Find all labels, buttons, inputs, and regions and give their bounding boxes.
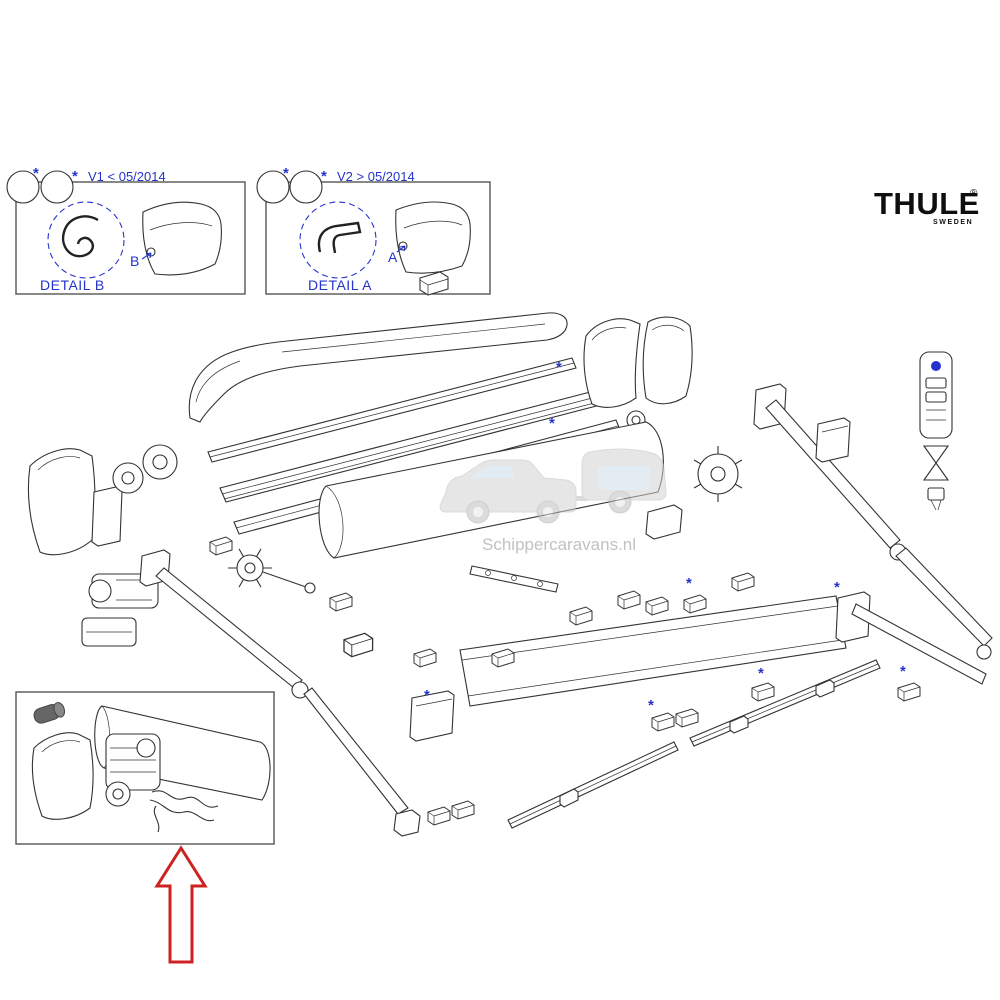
lower-support-arm [851,603,987,685]
star-marker: * [686,575,692,592]
star-marker: * [834,579,840,596]
arm-shoulder-bracket [835,591,871,643]
star-marker: * [549,415,555,432]
bracket-clip [683,594,707,614]
right-end-caps [583,316,693,430]
bracket-clip [617,590,641,610]
bracket-clip [413,648,437,668]
detail-a-version-label: V2 > 05/2014 [337,169,415,184]
wall-bracket [815,417,851,463]
hook-profile-v2 [317,221,362,254]
blue-marker-dot [931,361,941,371]
brand-registered-mark: ® [970,188,978,199]
watermark-car-window [470,466,515,478]
detail-a-box: * * V2 > 05/2014 A DETAIL A [256,165,491,296]
motor-flange [112,462,144,494]
watermark-hitch [576,496,588,501]
bracket-clip [209,536,233,556]
bracket-clip [675,708,699,728]
callout-circle [256,170,290,204]
brand-subtitle: SWEDEN [933,219,973,226]
star-marker: * [283,165,289,182]
star-marker: * [424,687,430,704]
leader-arrow [396,245,406,253]
bracket-clip [343,632,374,658]
star-marker: * [900,663,906,680]
mounting-bar [469,565,559,593]
star-marker: * [321,168,327,185]
bracket-clip [645,596,669,616]
bracket-clip [731,572,755,592]
bracket-clip [427,806,451,826]
detail-b-version-label: V1 < 05/2014 [88,169,166,184]
bracket-clip [329,592,353,612]
leader-arrow [141,252,152,260]
left-end-cap-assembly [27,444,178,647]
detail-b-zoom-circle [47,201,125,279]
left-spring-arm [139,549,421,837]
roller-end-insert [693,446,743,502]
bracket-clip [451,800,475,820]
detail-b-label: DETAIL B [40,277,105,293]
detail-a-marker: A [388,249,398,265]
bracket-clip [897,682,921,702]
callout-circle [6,170,40,204]
star-marker: * [648,697,654,714]
bracket-clip [751,682,775,702]
version-markers: * * * * * * * * [424,359,906,714]
star-marker: * [72,168,78,185]
end-ring [142,444,178,480]
motor-detail-box [15,691,275,845]
detail-b-box: * * V1 < 05/2014 B DETAIL B [6,165,246,295]
end-cap-drawing [395,201,471,274]
gear-knob [228,548,316,594]
detail-b-marker: B [130,253,139,269]
support-rail-right [689,659,881,747]
end-cone-cap [31,732,94,820]
brand-name: THULE [874,186,980,221]
bracket-clip [569,606,593,626]
watermark-caravan-window [598,466,650,490]
motor-control-unit [919,351,953,511]
motor-assembly [105,733,161,807]
dark-knob [33,702,66,724]
roller-tube-detail [94,705,271,801]
star-marker: * [758,665,764,682]
awning-exploded-view [27,312,993,837]
watermark-text: Schippercaravans.nl [482,535,636,554]
callout-circle [40,170,74,204]
detail-a-label: DETAIL A [308,277,372,293]
red-arrow [154,845,208,964]
front-lead-rail-panel [409,595,847,742]
support-rail-left [507,741,679,829]
top-cover-profile [188,312,568,423]
star-marker: * [33,165,39,182]
detail-a-zoom-circle [299,201,377,279]
callout-circle [289,170,323,204]
end-cap-drawing [142,201,222,276]
right-spring-arm [753,383,993,685]
motor-cable [149,790,219,833]
star-marker: * [556,359,562,376]
roller-cap-block [645,504,683,540]
bracket-clip [651,712,675,732]
watermark: Schippercaravans.nl [439,448,667,554]
hook-profile-v1 [61,215,99,258]
arm-cover-bracket [409,690,455,742]
thule-logo: THULE ® SWEDEN [874,186,980,226]
